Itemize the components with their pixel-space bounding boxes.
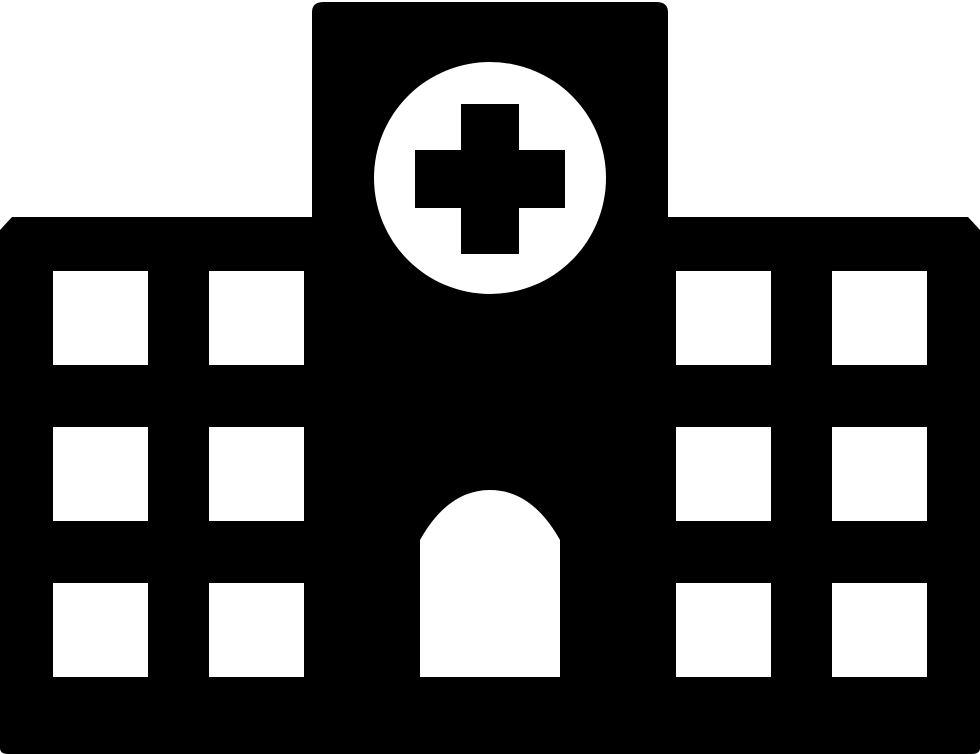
window-right-r1-c2 [832, 271, 927, 365]
window-left-r1-c2 [209, 271, 304, 365]
window-left-r2-c2 [209, 427, 304, 521]
window-right-r3-c2 [832, 583, 927, 677]
medical-cross-icon [415, 104, 565, 254]
window-left-r1-c1 [53, 271, 148, 365]
window-left-r3-c2 [209, 583, 304, 677]
window-right-r3-c1 [676, 583, 771, 677]
window-left-r3-c1 [53, 583, 148, 677]
arched-door [420, 490, 560, 677]
window-right-r1-c1 [676, 271, 771, 365]
window-right-r2-c2 [832, 427, 927, 521]
window-right-r2-c1 [676, 427, 771, 521]
window-left-r2-c1 [53, 427, 148, 521]
building-cutouts [53, 62, 927, 677]
